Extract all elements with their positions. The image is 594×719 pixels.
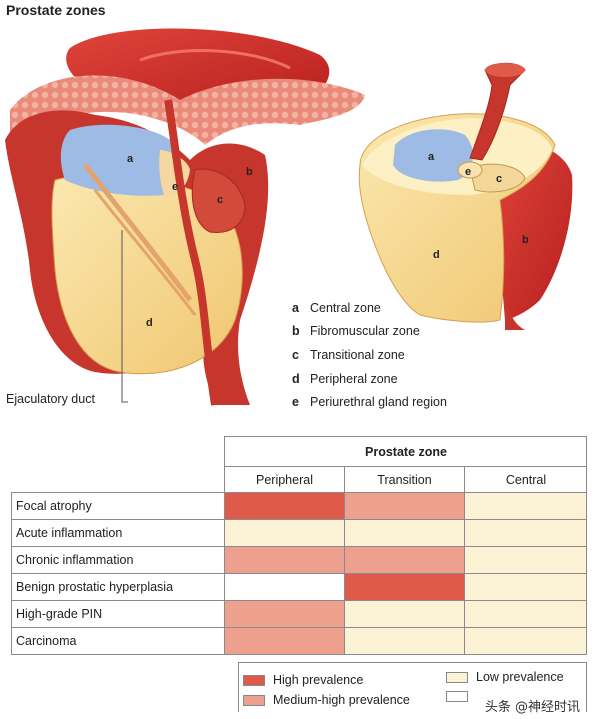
legend-medium-high-text: Medium-high prevalence — [273, 693, 410, 707]
row-label-bph: Benign prostatic hyperplasia — [16, 580, 174, 594]
zone-legend-key: d — [292, 371, 300, 386]
zone-label-c-left: c — [217, 194, 223, 206]
zone-legend-key: c — [292, 347, 299, 362]
row-label-focal-atrophy: Focal atrophy — [16, 499, 92, 513]
zone-label-d-left: d — [146, 317, 153, 329]
zone-legend-text: Periurethral gland region — [310, 395, 447, 410]
zone-legend-key: e — [292, 395, 299, 410]
zone-label-e-left: e — [172, 181, 178, 193]
prevalence-cell — [225, 520, 344, 546]
watermark: 头条 @神经时讯 — [484, 700, 580, 715]
legend-low: Low prevalence — [446, 670, 564, 684]
column-header-central: Central — [505, 472, 547, 487]
zone-label-e-right: e — [465, 166, 471, 178]
prevalence-cell — [345, 628, 464, 654]
prevalence-cell — [345, 493, 464, 519]
swatch-none — [446, 691, 468, 702]
prevalence-cell — [345, 574, 464, 600]
prevalence-cell — [225, 628, 344, 654]
prevalence-cell — [225, 574, 344, 600]
legend-none — [446, 691, 476, 702]
prevalence-cell — [465, 520, 586, 546]
column-header-transition: Transition — [377, 472, 432, 487]
zone-label-d-right: d — [433, 249, 440, 261]
swatch-medium-high — [243, 694, 265, 706]
prostate-illustration: a b c d e a b c d e — [5, 28, 573, 406]
zone-label-c-right: c — [496, 173, 502, 185]
prevalence-cell — [465, 493, 586, 519]
zone-label-b-right: b — [522, 234, 529, 246]
prevalence-cell — [345, 520, 464, 546]
zone-legend-text: Central zone — [310, 300, 381, 315]
prevalence-cell — [345, 547, 464, 573]
prevalence-cell — [225, 547, 344, 573]
zone-legend-item: d Peripheral zone — [292, 367, 447, 391]
zone-legend-item: c Transitional zone — [292, 343, 447, 367]
row-label-acute-inflammation: Acute inflammation — [16, 526, 123, 540]
prevalence-cell — [465, 547, 586, 573]
column-header-peripheral: Peripheral — [256, 472, 313, 487]
page-title: Prostate zones — [6, 2, 106, 18]
legend-high: High prevalence — [243, 673, 363, 687]
legend-low-text: Low prevalence — [476, 670, 564, 684]
swatch-low — [446, 671, 468, 683]
zone-legend-item: b Fibromuscular zone — [292, 320, 447, 344]
row-label-high-grade-pin: High-grade PIN — [16, 607, 103, 621]
right-prostate-view: a b c d e — [358, 62, 573, 330]
zone-legend-item: e Periurethral gland region — [292, 390, 447, 414]
left-prostate-view: a b c d e — [5, 28, 365, 406]
row-label-carcinoma: Carcinoma — [16, 634, 77, 648]
prevalence-cell — [465, 628, 586, 654]
legend-high-text: High prevalence — [273, 673, 364, 687]
ejaculatory-duct-label: Ejaculatory duct — [6, 392, 95, 406]
zone-label-a-left: a — [127, 153, 134, 165]
table-group-header: Prostate zone — [365, 444, 447, 459]
zone-legend-key: a — [292, 300, 299, 315]
row-label-chronic-inflammation: Chronic inflammation — [16, 553, 134, 567]
zone-label-a-right: a — [428, 151, 435, 163]
prevalence-cell — [225, 493, 344, 519]
zone-legend-text: Fibromuscular zone — [310, 324, 420, 339]
prevalence-cell — [225, 601, 344, 627]
zone-legend-key: b — [292, 324, 300, 339]
zone-legend-item: a Central zone — [292, 296, 447, 320]
zone-legend-text: Peripheral zone — [310, 371, 398, 386]
prevalence-cell — [465, 574, 586, 600]
legend-medium-high: Medium-high prevalence — [243, 693, 410, 707]
swatch-high — [243, 674, 265, 686]
zone-label-b-left: b — [246, 166, 253, 178]
zone-legend: a Central zone b Fibromuscular zone c Tr… — [292, 296, 447, 414]
zone-legend-text: Transitional zone — [310, 347, 405, 362]
prevalence-cell — [345, 601, 464, 627]
prevalence-cell — [465, 601, 586, 627]
